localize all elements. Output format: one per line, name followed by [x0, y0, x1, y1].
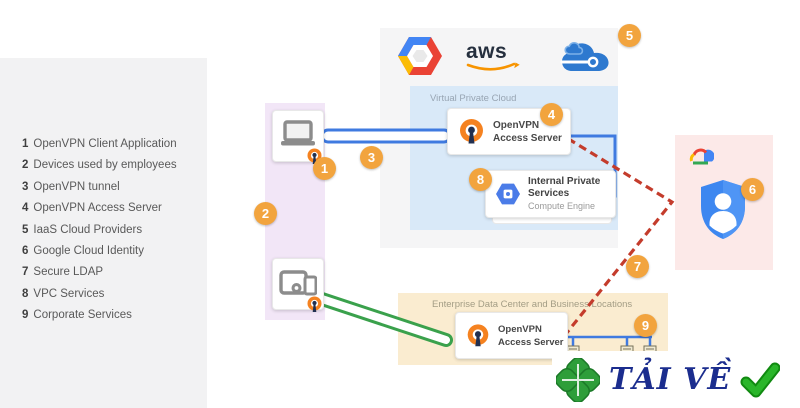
legend-item: 6 Google Cloud Identity — [22, 244, 177, 257]
legend-label: Devices used by employees — [33, 159, 177, 172]
laptop-card — [272, 110, 324, 164]
laptop-icon — [281, 120, 315, 146]
legend-label: Secure LDAP — [33, 266, 104, 279]
openvpn-logo-icon — [467, 323, 489, 346]
google-cloud-icon — [689, 148, 714, 165]
legend-num: 7 — [22, 266, 29, 279]
aws-logo-icon: aws — [466, 40, 520, 74]
legend-num: 4 — [22, 202, 29, 215]
legend-item: 5 IaaS Cloud Providers — [22, 223, 177, 236]
legend-label: VPC Services — [33, 287, 105, 300]
aws-wordmark: aws — [466, 40, 508, 63]
legend-num: 3 — [22, 180, 29, 193]
badge-5: 5 — [618, 24, 641, 47]
clover-icon — [556, 357, 600, 402]
enterprise-access-server-label: OpenVPN Access Server — [498, 323, 564, 349]
badge-4: 4 — [540, 103, 563, 126]
watermark-banner: TẢI VỀ — [552, 351, 800, 408]
access-server-line: Access Server — [498, 336, 564, 348]
internal-services-card: Internal Private Services Compute Engine — [485, 170, 616, 218]
checkmark-icon — [740, 362, 781, 397]
badge-9: 9 — [634, 314, 657, 337]
legend-num: 9 — [22, 309, 29, 322]
compute-engine-label: Compute Engine — [528, 201, 596, 211]
badge-1: 1 — [313, 157, 336, 180]
legend-num: 8 — [22, 287, 29, 300]
legend-label: Corporate Services — [33, 309, 132, 322]
legend-panel — [0, 58, 207, 408]
vpc-access-server-label: OpenVPN Access Server — [493, 119, 562, 145]
badge-3: 3 — [360, 146, 383, 169]
vpc-zone-label: Virtual Private Cloud — [430, 93, 517, 104]
badge-7: 7 — [626, 255, 649, 278]
openvpn-client-icon — [307, 296, 322, 312]
badge-6: 6 — [741, 178, 764, 201]
iaas-cloud-icon — [560, 41, 609, 71]
internal-line2: Services — [528, 188, 570, 199]
legend-item: 2 Devices used by employees — [22, 159, 177, 172]
legend-label: OpenVPN Access Server — [33, 202, 162, 215]
badge-8: 8 — [469, 168, 492, 191]
legend-item: 7 Secure LDAP — [22, 266, 177, 279]
legend-label: IaaS Cloud Providers — [33, 223, 143, 236]
access-server-line: Access Server — [493, 132, 562, 144]
openvpn-line: OpenVPN — [498, 323, 542, 335]
legend-item: 4 OpenVPN Access Server — [22, 202, 177, 215]
devices-icon — [279, 270, 317, 296]
enterprise-zone-label: Enterprise Data Center and Business Loca… — [432, 299, 633, 310]
legend-label: Google Cloud Identity — [33, 244, 145, 257]
internal-line1: Internal Private — [528, 176, 601, 187]
badge-2: 2 — [254, 202, 277, 225]
legend-list: 1 OpenVPN Client Application 2 Devices use… — [22, 138, 177, 322]
internal-services-label: Internal Private Services Compute Engine — [528, 176, 600, 212]
openvpn-logo-icon — [460, 118, 483, 143]
cloud-identity-shield-icon — [701, 180, 745, 239]
legend-item: 1 OpenVPN Client Application — [22, 138, 177, 150]
legend-num: 1 — [22, 138, 29, 150]
legend-item: 8 VPC Services — [22, 287, 177, 300]
devices-card — [272, 258, 324, 312]
openvpn-line: OpenVPN — [493, 119, 540, 131]
legend-label: OpenVPN tunnel — [33, 180, 120, 193]
google-cloud-platform-icon — [398, 37, 442, 75]
legend-label: OpenVPN Client Application — [33, 138, 177, 150]
legend-num: 2 — [22, 159, 29, 172]
enterprise-access-server-card: OpenVPN Access Server — [455, 312, 568, 359]
legend-num: 5 — [22, 223, 29, 236]
compute-engine-icon — [496, 183, 520, 205]
legend-item: 9 Corporate Services — [22, 309, 177, 322]
legend-item: 3 OpenVPN tunnel — [22, 180, 177, 193]
legend-num: 6 — [22, 244, 29, 257]
watermark-text: TẢI VỀ — [609, 362, 732, 397]
